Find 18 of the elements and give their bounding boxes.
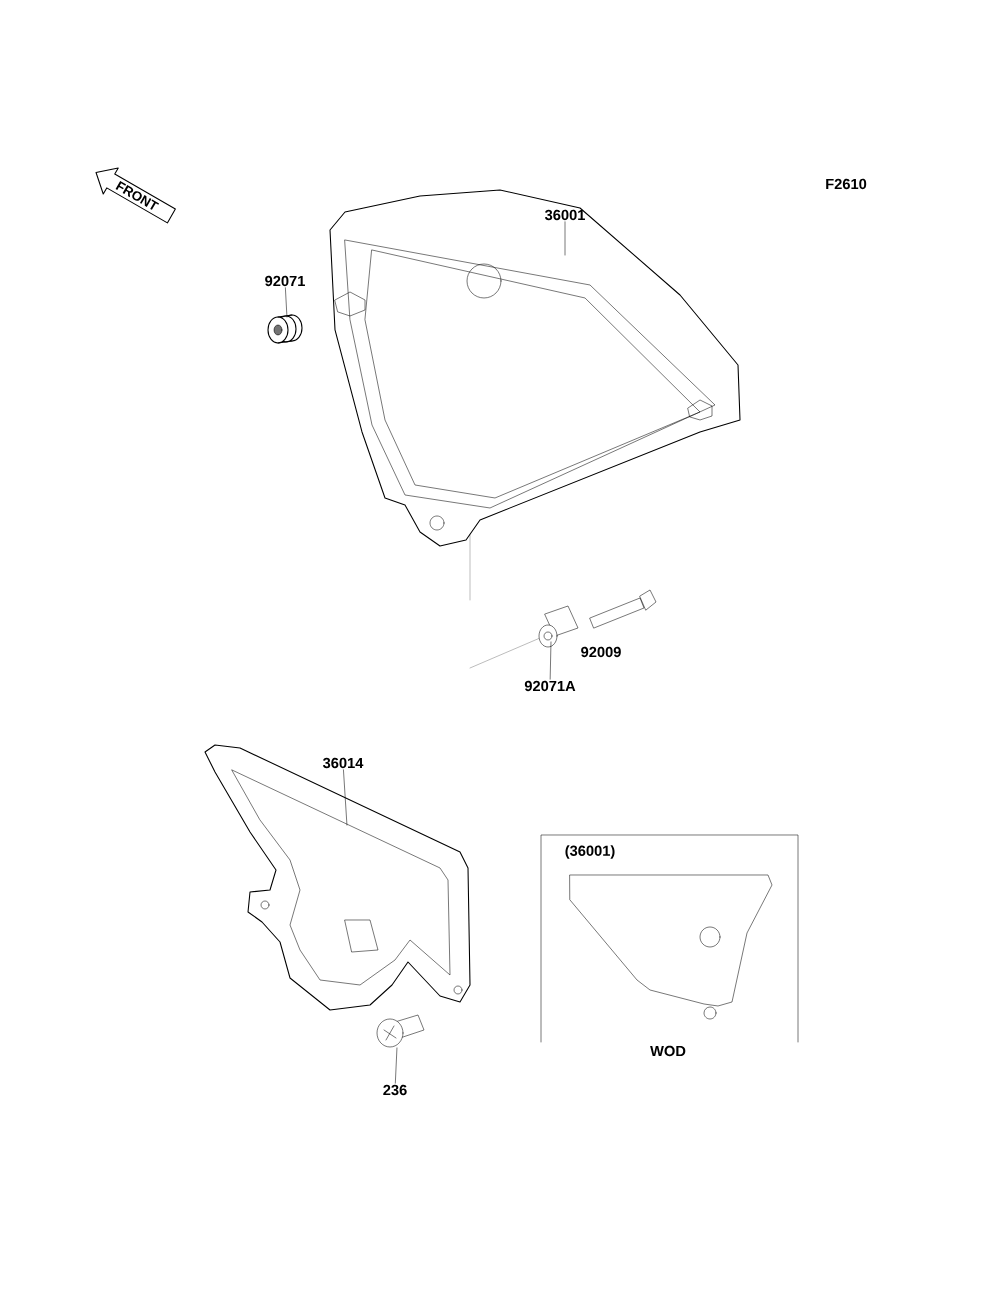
leader-line	[395, 1047, 398, 1084]
side-cover-drawing	[329, 189, 741, 547]
callout-number: 92009	[581, 646, 621, 658]
callout-number: 92071A	[524, 680, 576, 692]
drawing-number: F2610	[826, 178, 867, 190]
collar-drawing	[538, 605, 579, 648]
leader-line	[564, 221, 566, 256]
callout-number: 92071	[265, 275, 305, 287]
chain-cover-drawing	[204, 744, 471, 1011]
grommet-drawing	[267, 314, 303, 344]
caption-text: WOD	[650, 1045, 686, 1057]
leader-line	[285, 287, 288, 318]
leader-line	[343, 769, 348, 826]
callout-number: 36014	[322, 757, 364, 769]
callout-number: 236	[383, 1084, 407, 1096]
bolt-drawing	[376, 1014, 425, 1048]
leader-line	[549, 641, 552, 680]
inset-box: (36001)	[540, 834, 799, 1043]
